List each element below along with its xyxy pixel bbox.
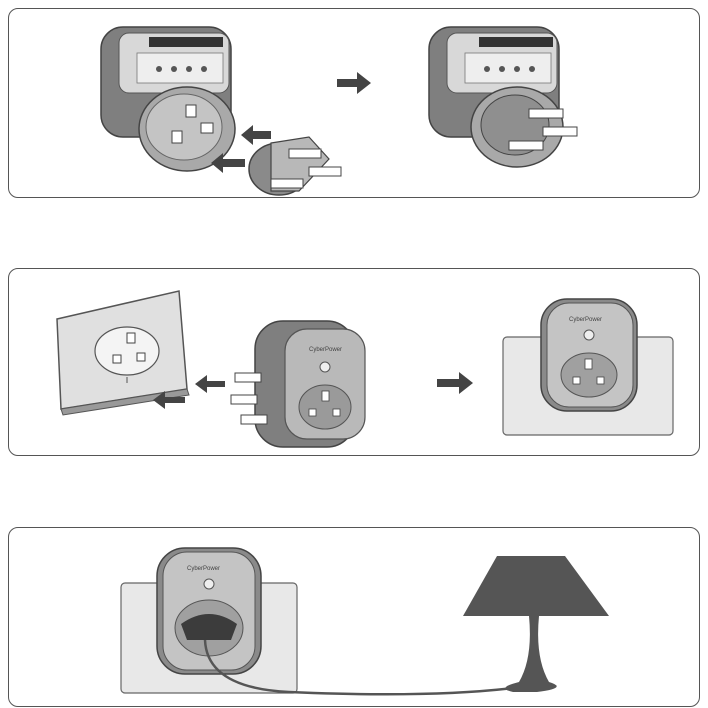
adapter-with-plug-icon <box>429 27 577 167</box>
next-step-arrow-icon <box>437 372 473 394</box>
adapter-icon <box>101 27 235 171</box>
adapter-icon: CyberPower <box>231 321 365 447</box>
lamp-icon <box>463 556 609 692</box>
step-2-illustration: CyberPower CyberPower <box>9 269 701 457</box>
step-3-panel: CyberPower <box>8 527 700 707</box>
next-step-arrow-icon <box>337 72 371 94</box>
step-2-panel: CyberPower CyberPower <box>8 268 700 456</box>
brand-label: CyberPower <box>569 317 602 323</box>
step-1-panel <box>8 8 700 198</box>
adapter-in-wall-icon: CyberPower <box>503 299 673 435</box>
wall-socket-icon <box>57 291 189 415</box>
plug-icon <box>249 137 341 195</box>
step-1-illustration <box>9 9 701 199</box>
step-3-illustration: CyberPower <box>9 528 701 708</box>
brand-label: CyberPower <box>309 347 342 353</box>
brand-label: CyberPower <box>187 566 220 572</box>
